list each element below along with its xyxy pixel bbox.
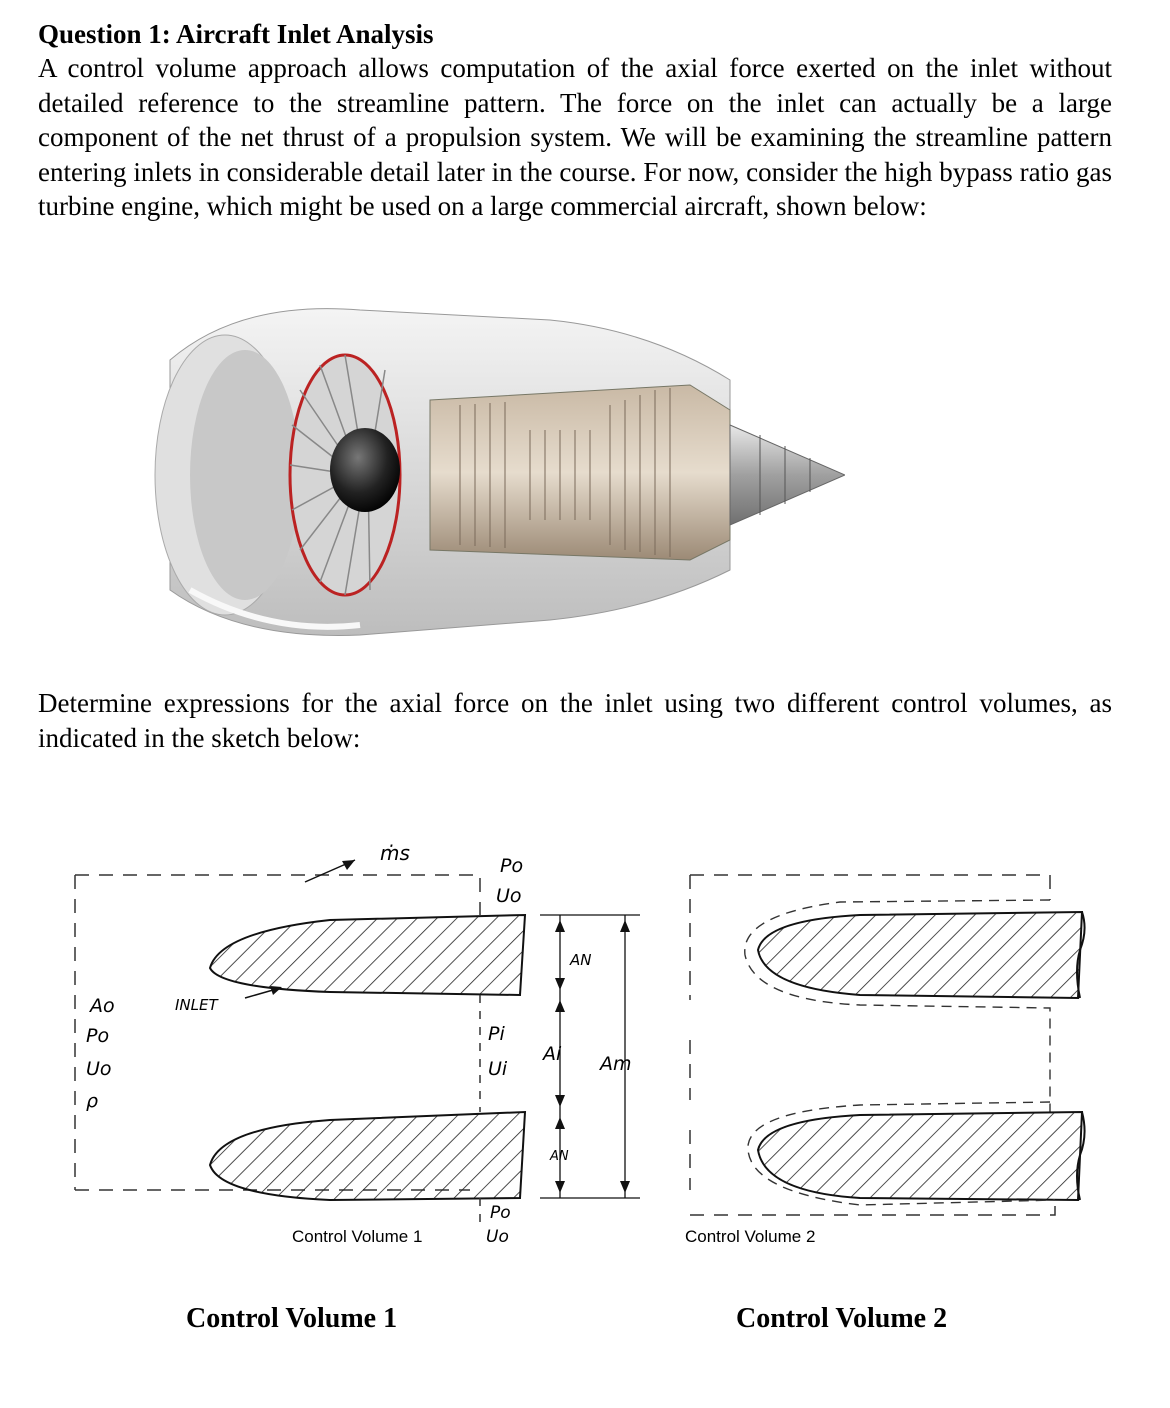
cv1-diagram: ṁs INLET Ao Po Uo ρ Po Uo Pi Ui Po Uo AN…: [74, 841, 640, 1247]
cv1-top-exit-pressure: Po: [500, 855, 523, 877]
turbofan-cutaway-illustration: [154, 308, 845, 636]
cv2-diagram: Control Volume 2: [685, 874, 1086, 1246]
question-task: Determine expressions for the axial forc…: [38, 688, 1112, 753]
cv1-bottom-exit-velocity: Uo: [486, 1227, 509, 1247]
cv2-sketch-caption: Control Volume 2: [685, 1227, 815, 1246]
cv1-freestream-pressure: Po: [86, 1025, 109, 1047]
question-title: Question 1: Aircraft Inlet Analysis: [38, 19, 434, 49]
question-intro: A control volume approach allows computa…: [38, 53, 1112, 221]
cv1-freestream-velocity: Uo: [86, 1058, 112, 1080]
cv1-caption: Control Volume 1: [186, 1303, 398, 1334]
cv1-area-an-bottom: AN: [549, 1149, 569, 1164]
cv1-freestream-density: ρ: [86, 1090, 98, 1112]
cv1-inner-pressure: Pi: [488, 1023, 505, 1045]
question-block: Question 1: Aircraft Inlet Analysis A co…: [38, 18, 1112, 224]
cv1-inlet-label: INLET: [175, 996, 219, 1014]
cv1-area-ai: Ai: [541, 1043, 562, 1065]
cv1-mass-flow-label: ṁs: [380, 841, 410, 865]
cv1-top-exit-velocity: Uo: [496, 885, 522, 907]
cv1-sketch-caption: Control Volume 1: [292, 1227, 422, 1246]
cv2-caption: Control Volume 2: [736, 1303, 948, 1334]
cv1-area-an-top: AN: [569, 951, 591, 969]
cv1-area-am: Am: [598, 1053, 632, 1075]
control-volume-sketch: ṁs INLET Ao Po Uo ρ Po Uo Pi Ui Po Uo AN…: [74, 841, 1086, 1247]
cv1-bottom-exit-pressure: Po: [490, 1203, 511, 1223]
cv1-freestream-area: Ao: [88, 995, 115, 1017]
cv1-inner-velocity: Ui: [488, 1058, 508, 1080]
